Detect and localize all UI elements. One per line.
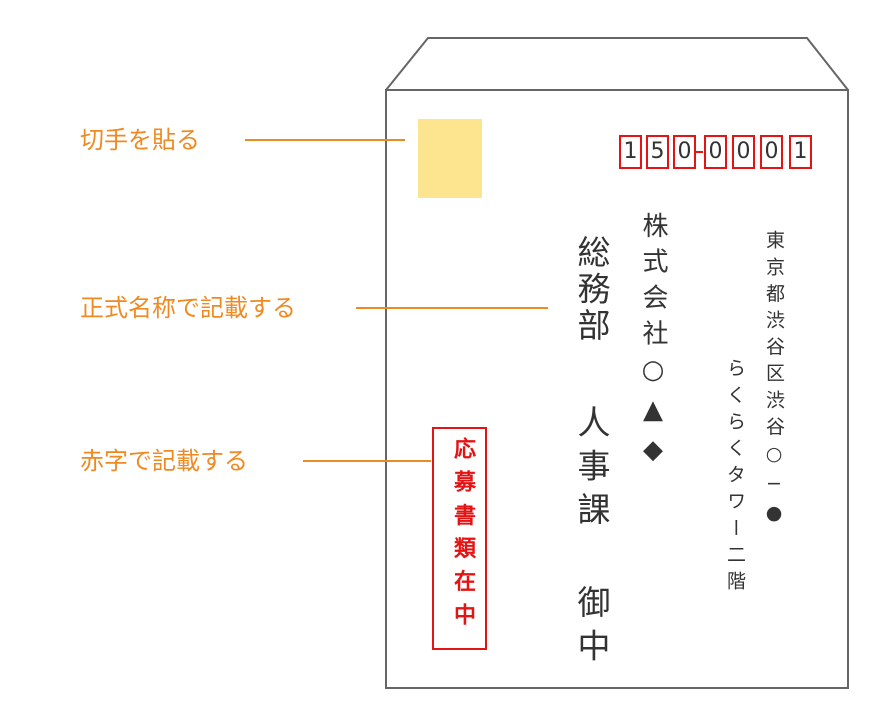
callout-official-name: 正式名称で記載する	[80, 294, 296, 322]
postal-code-digit: 1	[619, 135, 642, 169]
envelope-flap	[385, 37, 849, 91]
company-name: 株式会社○▲◆	[638, 212, 668, 475]
postal-code-digit: 0	[673, 135, 696, 169]
postal-code-digit: 0	[732, 135, 755, 169]
red-notice-box: 応募書類在中	[432, 427, 487, 650]
leader-line-red-text	[303, 460, 431, 462]
callout-stamp: 切手を貼る	[80, 126, 200, 154]
department-name: 総務部	[572, 235, 611, 345]
address-line-2: らくらくタワー二階	[724, 358, 746, 598]
postal-code: 1 5 0 0 0 0 1	[619, 135, 816, 169]
callout-red-text: 赤字で記載する	[80, 447, 248, 475]
postal-code-digit: 0	[704, 135, 727, 169]
postal-code-digit: 5	[646, 135, 669, 169]
leader-line-official-name	[356, 307, 548, 309]
postal-code-digit: 1	[789, 135, 812, 169]
recipient-name: 人事課 御中	[572, 405, 611, 672]
envelope-body	[385, 89, 849, 689]
red-notice-text: 応募書類在中	[450, 437, 475, 637]
address-line-1: 東京都渋谷区渋谷○−●	[763, 230, 785, 532]
postal-code-dash	[696, 151, 703, 153]
leader-line-stamp	[245, 139, 405, 141]
postal-code-digit: 0	[760, 135, 783, 169]
stamp-area	[418, 119, 482, 198]
